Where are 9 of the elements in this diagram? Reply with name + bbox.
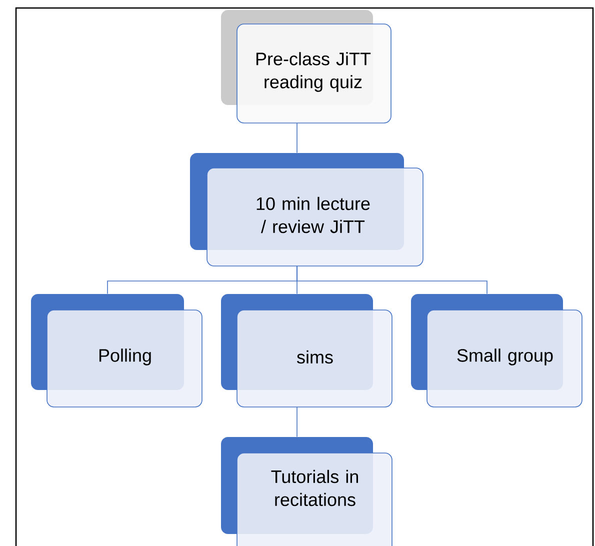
connector [296, 122, 298, 154]
process-box: Polling [31, 294, 202, 408]
process-box: Pre-class JiTT reading quiz [221, 10, 392, 124]
connector [296, 406, 298, 438]
process-box: Small group [411, 294, 582, 408]
process-box: 10 min lecture / review JiTT [190, 153, 424, 266]
connector [296, 266, 488, 294]
process-box: sims [221, 294, 392, 408]
process-box: Tutorials in recitations [221, 436, 392, 546]
